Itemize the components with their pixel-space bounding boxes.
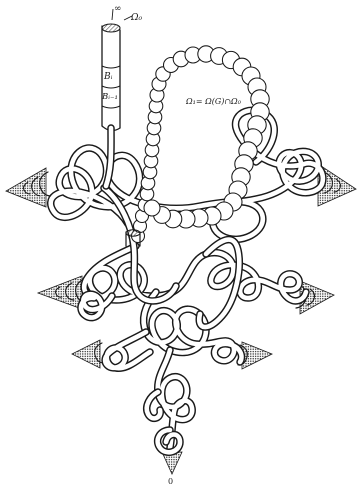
cone-left-lower [72,340,104,368]
omega-one-equation: Ω₁= Ω(G)∩Ω₀ [185,97,242,106]
bead-chain [132,46,270,243]
cone-left-upper [6,168,50,207]
omega-zero-label: Ω₀ [130,13,142,23]
b-i-label: Bᵢ [103,72,113,82]
zero-label: 0 [168,477,173,486]
knotted-tube [51,110,323,452]
infinity-pointer [112,9,113,20]
b-i-minus-1-label: Bᵢ₋₁ [101,92,118,102]
infinity-label: ∞ [114,4,122,14]
